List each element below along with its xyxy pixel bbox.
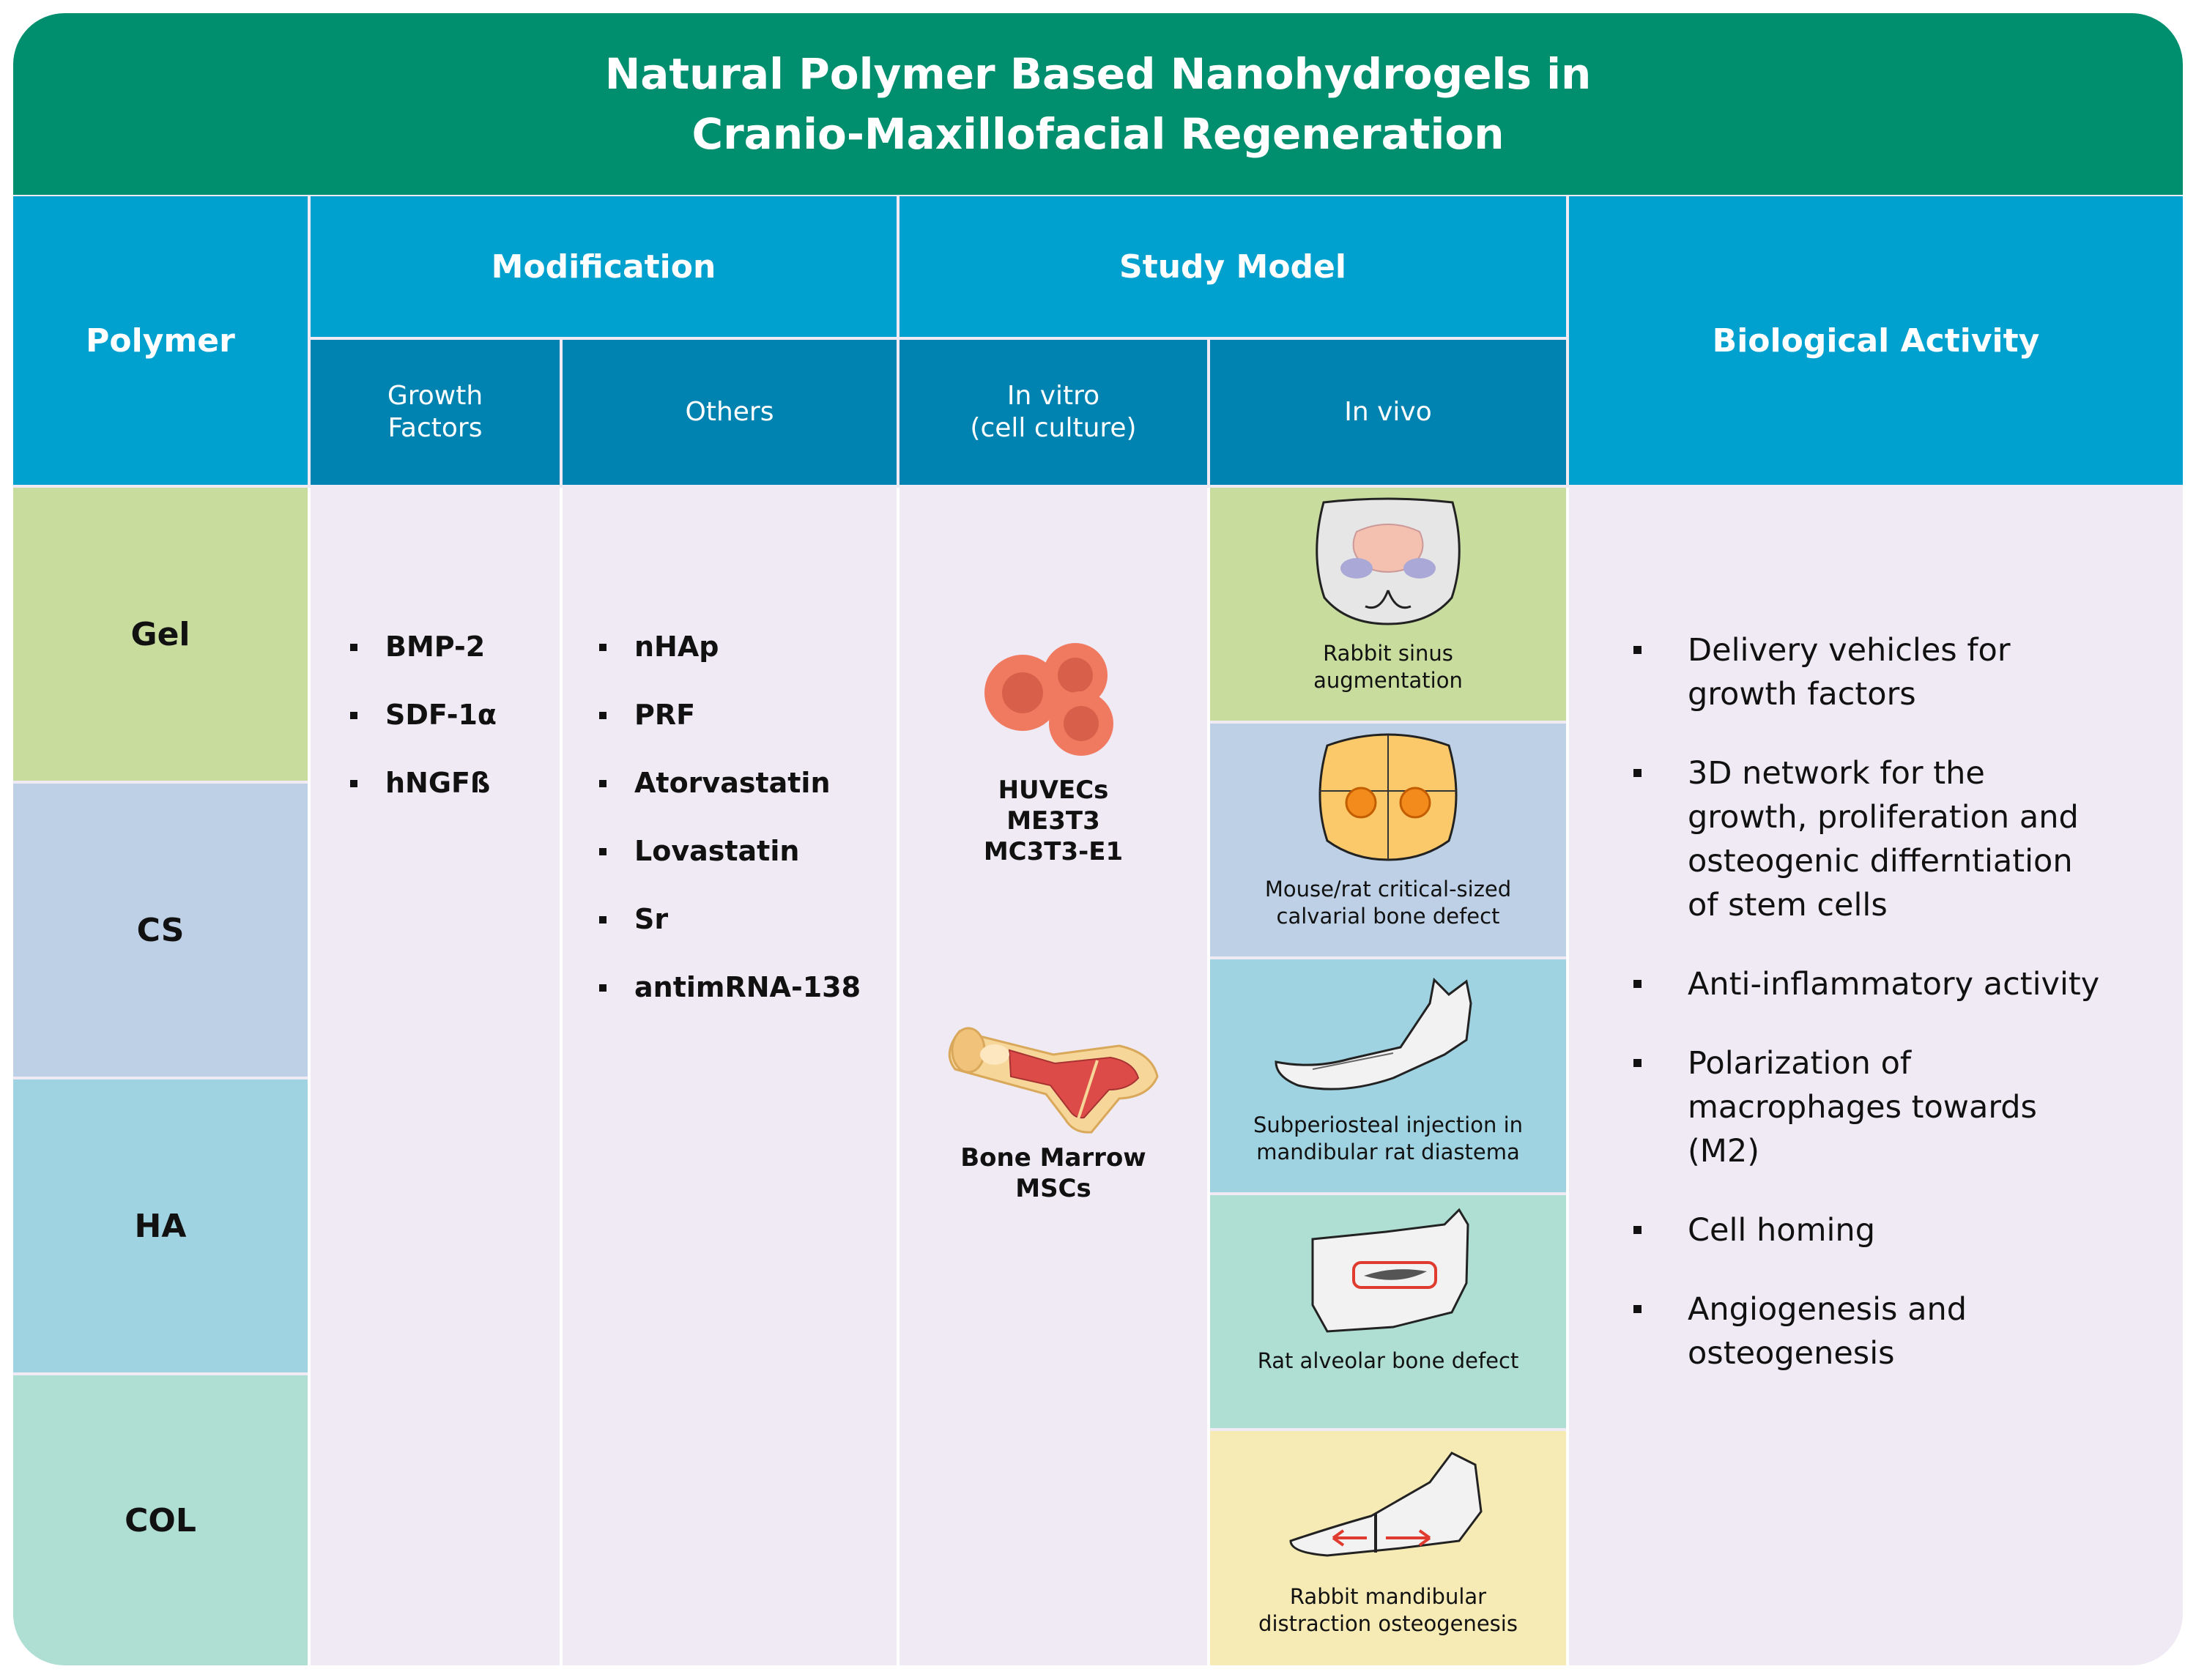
list-item-other: Sr <box>599 901 892 969</box>
biological-activity-line: 3D network for the <box>1688 755 1985 792</box>
polymer-col-label: COL <box>125 1501 196 1539</box>
subheader-in-vivo-label: In vivo <box>1344 397 1432 427</box>
polymer-ha: HA <box>13 1079 308 1372</box>
in-vivo-caption: calvarial bone defect <box>1276 904 1500 929</box>
polymer-col: COL <box>13 1375 308 1665</box>
biological-activity-item: Anti-inflammatory activity <box>1633 962 2161 1006</box>
header-biological-activity-label: Biological Activity <box>1712 321 2040 360</box>
header-biological-activity: Biological Activity <box>1569 196 2183 485</box>
biological-activity-line: osteogenic differntiation <box>1688 843 2073 880</box>
title-line-2: Cranio-Maxillofacial Regeneration <box>691 109 1505 159</box>
alveolar-bone-icon <box>1311 1208 1469 1333</box>
growth-factors-list: BMP-2 SDF-1α hNGFß <box>350 628 555 833</box>
in-vivo-rabbit-sinus: Rabbit sinus augmentation <box>1210 488 1566 721</box>
polymer-ha-label: HA <box>134 1207 187 1245</box>
in-vivo-mandibular-diastema: Subperiosteal injection in mandibular ra… <box>1210 959 1566 1192</box>
calvaria-skull-icon <box>1318 733 1458 861</box>
column-divider <box>560 488 563 1665</box>
in-vitro-group-1: HUVECs ME3T3 MC3T3-E1 <box>899 643 1207 892</box>
subheader-in-vitro-line-2: (cell culture) <box>970 413 1137 443</box>
title-line-1: Natural Polymer Based Nanohydrogels in <box>604 49 1592 99</box>
mandible-icon <box>1275 977 1472 1090</box>
biological-activity-line: (M2) <box>1688 1133 1760 1170</box>
red-blood-cells-icon <box>984 643 1113 756</box>
title-band: Natural Polymer Based Nanohydrogels in C… <box>13 13 2183 195</box>
others-list: nHAp PRF Atorvastatin Lovastatin Sr anti… <box>599 628 892 1037</box>
list-item-growth-factor: BMP-2 <box>350 628 555 696</box>
biological-activity-line: osteogenesis <box>1688 1335 1895 1372</box>
in-vivo-caption: Rabbit mandibular <box>1289 1584 1487 1609</box>
list-item-other: PRF <box>599 696 892 765</box>
polymer-cs-label: CS <box>136 911 185 949</box>
in-vivo-caption: distraction osteogenesis <box>1258 1611 1518 1636</box>
polymer-gel: Gel <box>13 488 308 781</box>
in-vivo-caption: augmentation <box>1313 668 1463 693</box>
biological-activity-line: macrophages towards <box>1688 1089 2037 1126</box>
biological-activity-line: Angiogenesis and <box>1688 1291 1967 1328</box>
column-divider <box>1207 488 1210 1665</box>
cell-line-label: Bone Marrow <box>960 1143 1146 1172</box>
biological-activity-item: Angiogenesis and osteogenesis <box>1633 1287 2161 1375</box>
subheader-growth-factors: Growth Factors <box>311 340 560 485</box>
in-vivo-caption: Subperiosteal injection in <box>1253 1112 1524 1137</box>
cell-line-label: HUVECs <box>998 776 1109 805</box>
list-item-other: nHAp <box>599 628 892 696</box>
cell-line-label: ME3T3 <box>1006 806 1100 836</box>
list-item-other: Atorvastatin <box>599 765 892 833</box>
in-vivo-caption: mandibular rat diastema <box>1256 1140 1520 1164</box>
in-vivo-calvarial-defect: Mouse/rat critical-sized calvarial bone … <box>1210 724 1566 956</box>
in-vivo-caption: Rabbit sinus <box>1323 641 1453 666</box>
list-item-growth-factor: hNGFß <box>350 765 555 833</box>
in-vivo-caption: Rat alveolar bone defect <box>1257 1348 1519 1373</box>
infographic-sheet: Natural Polymer Based Nanohydrogels in C… <box>13 13 2183 1665</box>
polymer-cs: CS <box>13 784 308 1077</box>
page-title: Natural Polymer Based Nanohydrogels in C… <box>292 44 1904 164</box>
header-polymer-label: Polymer <box>86 321 235 360</box>
in-vivo-caption: Mouse/rat critical-sized <box>1264 877 1512 902</box>
header-study-model-label: Study Model <box>1119 248 1346 286</box>
rabbit-mandible-icon <box>1289 1452 1483 1557</box>
subheader-growth-factors-line-1: Growth <box>387 381 483 411</box>
header-study-model: Study Model <box>899 196 1566 337</box>
biological-activity-line: of stem cells <box>1688 887 1888 923</box>
header-modification: Modification <box>311 196 897 337</box>
subheader-others: Others <box>563 340 897 485</box>
polymer-gel-label: Gel <box>130 615 190 653</box>
header-modification-label: Modification <box>491 248 716 286</box>
in-vivo-distraction-osteogenesis: Rabbit mandibular distraction osteogenes… <box>1210 1431 1566 1665</box>
biological-activity-item: Cell homing <box>1633 1208 2161 1252</box>
biological-activity-line: Delivery vehicles for <box>1688 632 2011 669</box>
bone-marrow-icon <box>948 1027 1159 1134</box>
list-item-growth-factor: SDF-1α <box>350 696 555 765</box>
biological-activity-item: Polarization of macrophages towards (M2) <box>1633 1041 2161 1173</box>
biological-activity-line: growth, proliferation and <box>1688 799 2079 836</box>
biological-activity-item: Delivery vehicles for growth factors <box>1633 628 2161 716</box>
rabbit-skull-icon <box>1316 497 1461 625</box>
subheader-in-vitro-line-1: In vitro <box>1006 381 1100 411</box>
biological-activity-line: Polarization of <box>1688 1045 1912 1082</box>
biological-activity-line: Cell homing <box>1688 1212 1875 1249</box>
in-vivo-alveolar-defect: Rat alveolar bone defect <box>1210 1195 1566 1428</box>
column-divider <box>1566 488 1569 1665</box>
subheader-others-label: Others <box>685 397 774 427</box>
subheader-growth-factors-line-2: Factors <box>387 413 483 443</box>
header-polymer: Polymer <box>13 196 308 485</box>
cell-line-label: MSCs <box>1015 1174 1091 1203</box>
list-item-other: Lovastatin <box>599 833 892 901</box>
column-divider <box>308 488 311 1665</box>
subheader-in-vivo: In vivo <box>1210 340 1566 485</box>
cell-line-label: MC3T3-E1 <box>983 837 1124 866</box>
biological-activity-list: Delivery vehicles for growth factors 3D ne… <box>1633 628 2161 1410</box>
biological-activity-line: growth factors <box>1688 676 1916 713</box>
in-vitro-group-2: Bone Marrow MSCs <box>899 1009 1207 1229</box>
list-item-other: antimRNA-138 <box>599 969 892 1037</box>
subheader-in-vitro: In vitro (cell culture) <box>899 340 1207 485</box>
biological-activity-item: 3D network for the growth, proliferation … <box>1633 751 2161 927</box>
column-divider <box>897 488 899 1665</box>
biological-activity-line: Anti-inflammatory activity <box>1688 966 2100 1003</box>
